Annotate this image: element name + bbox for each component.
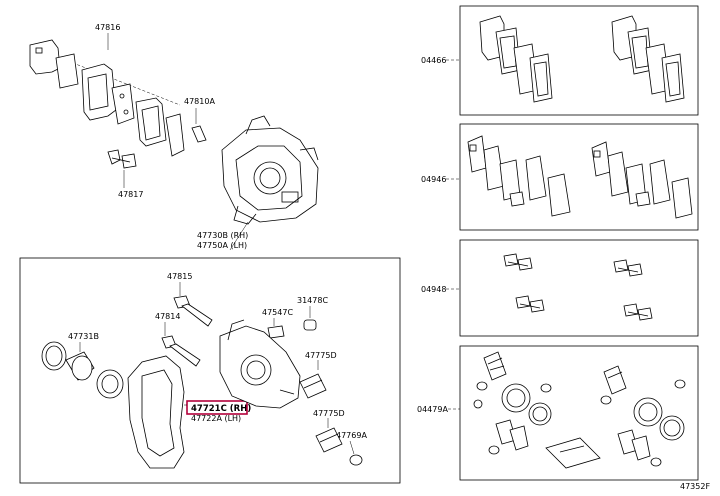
label-47816[interactable]: 47816	[95, 23, 120, 32]
kit-frames	[459, 5, 699, 481]
label-47814[interactable]: 47814	[155, 312, 180, 321]
caliper-body-part	[219, 325, 301, 409]
label-47810a[interactable]: 47810A	[184, 97, 215, 106]
label-47730b[interactable]: 47730B (RH)	[197, 231, 248, 240]
label-31478c[interactable]: 31478C	[297, 296, 328, 305]
caliper-detail-parts	[41, 282, 363, 469]
kit-labels: 04466 04946 04948 04479A	[417, 56, 460, 414]
kit-frame-04946	[459, 123, 699, 231]
label-47731b[interactable]: 47731B	[68, 332, 99, 341]
bleeder-plug-part	[267, 325, 285, 339]
kit-frame-04948	[459, 239, 699, 337]
clip-pair-upper-left	[503, 253, 533, 271]
label-47817[interactable]: 47817	[118, 190, 143, 199]
shim-set-right	[591, 141, 693, 219]
label-47775d-bottom[interactable]: 47775D	[313, 409, 345, 418]
cylinder-seal-part	[41, 341, 67, 371]
pad-shim-stack	[29, 33, 207, 188]
label-04466[interactable]: 04466	[421, 56, 446, 65]
pad-support-clip-part	[107, 149, 121, 165]
part-labels-caliper-detail: 47815 47814 47547C 31478C 47731B 47775D …	[68, 272, 367, 440]
caliper-mounting-bracket-part	[127, 355, 185, 469]
bushing-47769a-part	[349, 454, 363, 466]
shim-part	[55, 53, 79, 89]
clip-pair-lower-left	[515, 295, 545, 313]
caliper-assembly-upper	[221, 115, 319, 251]
label-04948[interactable]: 04948	[421, 285, 446, 294]
label-47721c[interactable]: 47721C (RH)	[191, 404, 251, 414]
pad-set-right	[611, 15, 685, 103]
piston-boot-part	[96, 369, 124, 399]
slide-bushing-boot-upper-part	[299, 373, 327, 399]
pad-set-left	[479, 15, 553, 103]
anti-squeal-shim-part	[111, 83, 135, 125]
clip-pair-lower-right	[623, 303, 653, 321]
caliper-detail-frame	[19, 257, 401, 484]
inner-shim-part	[165, 113, 185, 157]
kit-04946-shims	[467, 135, 693, 219]
highlighted-part-box[interactable]	[186, 400, 248, 415]
kit-04948-clips	[503, 253, 653, 321]
label-47750a[interactable]: 47750A (LH)	[197, 241, 247, 250]
caliper-bolt-part	[191, 125, 207, 143]
label-47547c[interactable]: 47547C	[262, 308, 293, 317]
kit-04479a-seals	[473, 351, 686, 469]
part-labels-upper-left: 47816 47810A 47817 47730B (RH) 47750A (L…	[95, 23, 248, 250]
outer-shim-part	[29, 39, 61, 75]
kit-frame-04479a	[459, 345, 699, 481]
figure-code: 47352F	[680, 482, 710, 491]
shim-set-left	[467, 135, 571, 217]
slide-bushing-boot-lower-part	[315, 427, 343, 453]
clip-pair-upper-right	[613, 259, 643, 277]
label-47815[interactable]: 47815	[167, 272, 192, 281]
kit-04466-pads	[479, 15, 685, 103]
grease-packet-part	[545, 437, 601, 469]
brake-pad-outer-part	[81, 63, 117, 121]
bleeder-cap-part	[303, 319, 317, 331]
label-47769a[interactable]: 47769A	[336, 431, 367, 440]
kit-frame-04466	[459, 5, 699, 116]
label-04479a[interactable]: 04479A	[417, 405, 448, 414]
label-47722a[interactable]: 47722A (LH)	[191, 414, 241, 423]
label-04946[interactable]: 04946	[421, 175, 446, 184]
label-47775d-top[interactable]: 47775D	[305, 351, 337, 360]
caliper-body-assembly-part	[221, 127, 319, 223]
